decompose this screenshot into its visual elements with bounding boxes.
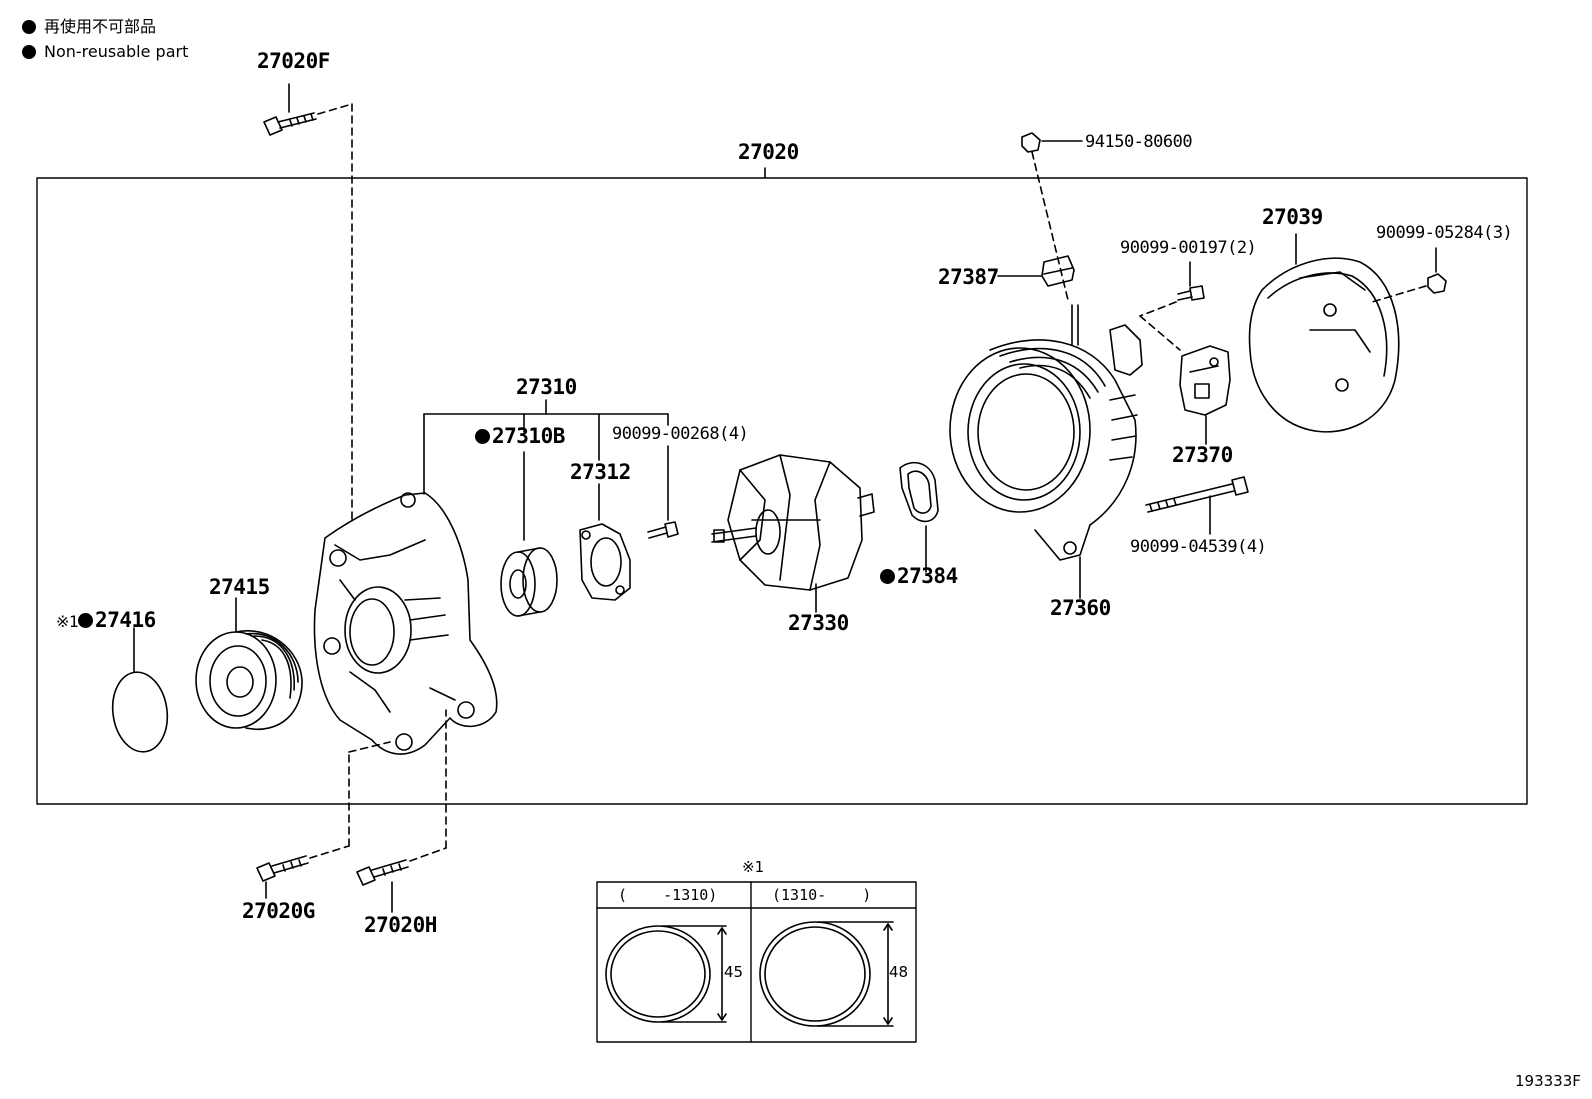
label-27039: 27039 bbox=[1262, 205, 1323, 229]
label-94150-80600: 94150-80600 bbox=[1085, 132, 1193, 152]
non-reusable-dot-icon bbox=[78, 613, 94, 628]
dimension-45: 45 bbox=[724, 963, 744, 981]
label-27415: 27415 bbox=[209, 575, 270, 599]
legend-en: Non-reusable part bbox=[22, 42, 188, 62]
insulator-27384-icon bbox=[899, 461, 939, 523]
label-90099-00268: 90099-00268(4) bbox=[612, 424, 749, 444]
bolt-27020H-icon bbox=[356, 859, 409, 886]
brush-holder-27370-icon bbox=[1179, 345, 1231, 416]
bolt-27020G-icon bbox=[256, 855, 309, 882]
retainer-plate-27312-icon bbox=[579, 523, 631, 601]
label-27020H: 27020H bbox=[364, 913, 437, 937]
label-27312: 27312 bbox=[570, 460, 631, 484]
label-27020G: 27020G bbox=[242, 899, 315, 923]
non-reusable-dot-icon bbox=[475, 429, 490, 444]
screw-90099-00268-icon bbox=[647, 521, 679, 539]
label-27310: 27310 bbox=[516, 375, 577, 399]
label-90099-04539: 90099-04539(4) bbox=[1130, 537, 1267, 557]
cap-27416-icon bbox=[111, 671, 169, 753]
label-27360: 27360 bbox=[1050, 596, 1111, 620]
pulley-27415-icon bbox=[195, 630, 303, 731]
rectifier-end-frame-27360-icon bbox=[949, 304, 1143, 561]
oring-large-icon bbox=[759, 921, 894, 1027]
reference-code: 193333F bbox=[1515, 1072, 1581, 1090]
bolt-27020F-icon bbox=[263, 112, 317, 136]
table-col1-header: ( -1310) bbox=[618, 886, 718, 904]
label-27387: 27387 bbox=[938, 265, 999, 289]
bearing-27310B-icon bbox=[500, 547, 558, 617]
rear-cover-27039-icon bbox=[1248, 257, 1400, 433]
assembly-frame bbox=[36, 177, 1528, 805]
label-27310B: 27310B bbox=[475, 425, 565, 447]
screw-90099-00197-icon bbox=[1177, 285, 1205, 301]
rotor-27330-icon bbox=[711, 454, 875, 591]
table-col2-header: (1310- ) bbox=[772, 886, 872, 904]
size-table bbox=[596, 881, 917, 1043]
dimension-48: 48 bbox=[889, 963, 909, 981]
label-90099-05284: 90099-05284(3) bbox=[1376, 223, 1513, 243]
through-bolt-90099-04539-icon bbox=[1145, 476, 1249, 513]
drive-end-frame-icon bbox=[313, 492, 498, 755]
legend-jp: 再使用不可部品 bbox=[22, 17, 156, 37]
table-note: ※1 bbox=[742, 858, 765, 876]
label-27020F: 27020F bbox=[257, 49, 330, 73]
nut-90099-05284-icon bbox=[1427, 273, 1447, 294]
nut-94150-80600-icon bbox=[1021, 132, 1041, 153]
label-27370: 27370 bbox=[1172, 443, 1233, 467]
label-27020: 27020 bbox=[738, 140, 799, 164]
oring-small-icon bbox=[605, 925, 727, 1023]
label-27330: 27330 bbox=[788, 611, 849, 635]
non-reusable-dot-icon bbox=[880, 569, 895, 584]
label-90099-00197: 90099-00197(2) bbox=[1120, 238, 1257, 258]
label-27384: 27384 bbox=[880, 565, 958, 587]
